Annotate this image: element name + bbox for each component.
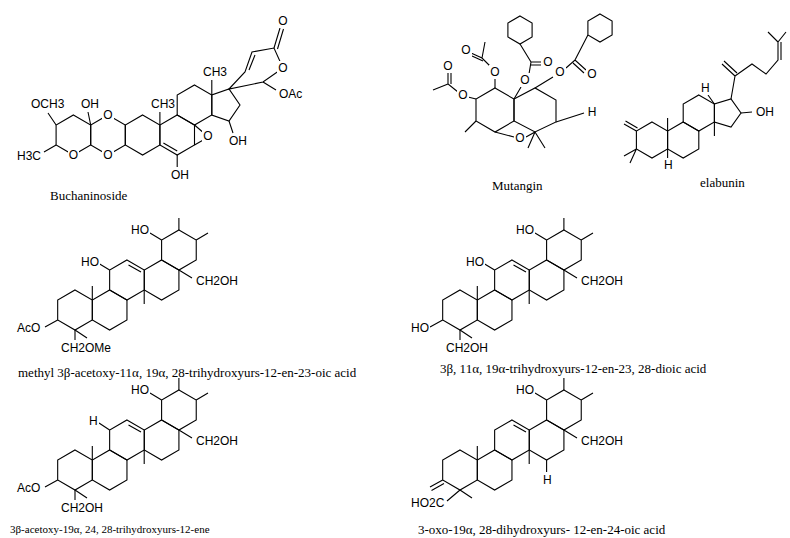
compound-name: 3β-acetoxy-19α, 24, 28-trihydroxyurs-12-… [10, 523, 210, 536]
atom-label: O [514, 131, 525, 145]
compound-name: Buchaninoside [50, 188, 127, 203]
atom-label: OH [80, 97, 100, 111]
atom-label: CH2OMe [60, 341, 112, 355]
atom-label: H [587, 105, 598, 119]
atom-label: H [88, 414, 99, 428]
atom-label: CH2OH [580, 274, 624, 288]
atom-label: CH2OH [445, 341, 489, 355]
atom-label: CH3 [150, 97, 176, 111]
atom-label: O [542, 55, 553, 69]
atom-label: O [457, 88, 468, 102]
atom-label: H [663, 158, 674, 172]
atom-label: CH2OH [195, 434, 239, 448]
atom-label: HO [515, 223, 535, 237]
compound-name: methyl 3β-acetoxy-11α, 19α, 28-trihydrox… [18, 365, 373, 380]
atom-label: O [277, 61, 288, 75]
compound-name: 3-oxo-19α, 28-dihydroxyurs- 12-en-24-oic… [418, 522, 665, 537]
atom-label: HO [130, 383, 150, 397]
atom-label: OAc [278, 87, 303, 101]
atom-label: O [102, 148, 113, 162]
atom-label: H [542, 473, 553, 487]
atom-label: O [442, 59, 453, 73]
atom-label: O [460, 43, 471, 57]
atom-label: O [68, 148, 79, 162]
atom-label: O [277, 14, 288, 28]
atom-label: AcO [16, 321, 41, 335]
atom-label: OH [170, 168, 190, 182]
compound-name: 3β, 11α, 19α-trihydroxyurs-12-en-23, 28-… [440, 361, 706, 376]
atom-label: O [102, 108, 113, 122]
atom-label: H [700, 81, 711, 95]
atom-label: O [554, 65, 565, 79]
atom-label: HO [410, 321, 430, 335]
compound-name: elabunin [700, 175, 745, 190]
atom-label: HO [515, 383, 535, 397]
atom-label: CH3 [202, 65, 228, 79]
atom-label: O [489, 65, 500, 79]
atom-label: HO [80, 255, 100, 269]
atom-label: OH [755, 105, 775, 119]
atom-label: CH2OH [60, 501, 104, 515]
atom-label: HO [465, 255, 485, 269]
atom-label: AcO [16, 481, 41, 495]
atom-label: CH2OH [195, 274, 239, 288]
atom-label: H3C [16, 149, 42, 163]
atom-label: O [202, 129, 213, 143]
atom-label: OCH3 [30, 97, 65, 111]
atom-label: HO [130, 223, 150, 237]
atom-label: CH2OH [580, 434, 624, 448]
atom-label: O [519, 73, 530, 87]
compound-name: Mutangin [492, 178, 543, 193]
atom-label: OH [228, 134, 248, 148]
atom-label: HO2C [410, 496, 445, 510]
atom-label: O [586, 67, 597, 81]
